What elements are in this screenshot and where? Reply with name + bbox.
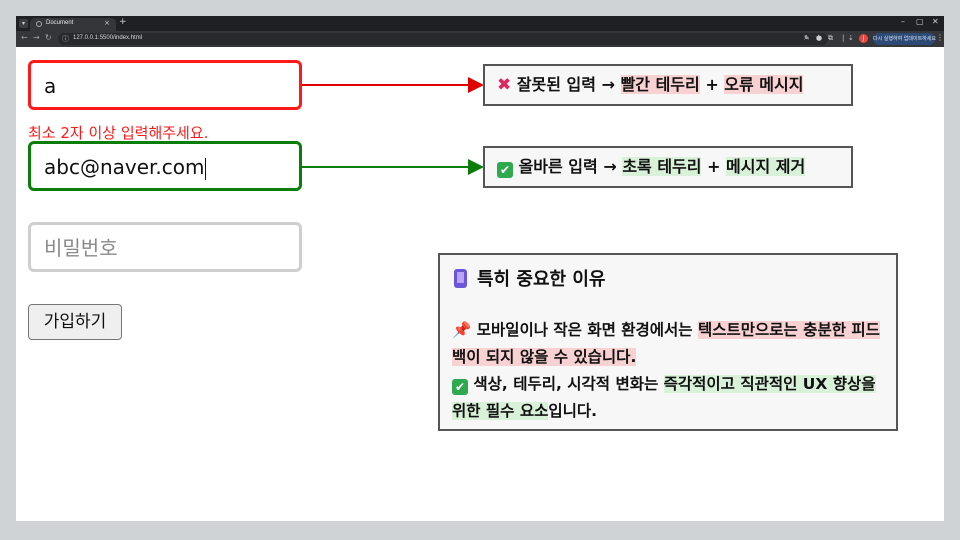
note-p2-lead: 색상, 테두리, 시각적 변화는: [473, 375, 659, 393]
plus-text: +: [705, 75, 719, 94]
valid-input-callout: ✔ 올바른 입력 → 초록 테두리 + 메시지 제거: [483, 146, 853, 188]
new-tab-button[interactable]: +: [119, 17, 127, 27]
minimize-button[interactable]: –: [901, 17, 905, 26]
tab-close-icon[interactable]: ×: [104, 19, 110, 27]
forward-icon[interactable]: →: [33, 33, 40, 42]
mobile-phone-icon: [454, 269, 467, 288]
divider-icon: |: [842, 34, 845, 42]
back-icon[interactable]: ←: [21, 33, 28, 42]
check-mark-icon: ✔: [497, 162, 513, 178]
check-mark-icon: ✔: [452, 379, 468, 395]
url-text: 127.0.0.1:5500/index.html: [73, 35, 143, 41]
address-bar[interactable]: ⓘ 127.0.0.1:5500/index.html ⌕ ☆: [58, 33, 828, 45]
tab-title: Document: [46, 20, 74, 26]
error-message-text: 오류 메시지: [724, 75, 804, 94]
extension-pin-icon[interactable]: ✎: [804, 34, 810, 42]
site-info-icon[interactable]: ⓘ: [62, 35, 69, 43]
pushpin-icon: 📌: [452, 321, 472, 339]
note-title: 특히 중요한 이유: [477, 269, 606, 290]
reload-icon[interactable]: ↻: [45, 33, 52, 42]
extension-icon[interactable]: ●: [816, 34, 823, 42]
puzzle-icon[interactable]: ⧉: [828, 34, 833, 42]
plus-text: +: [707, 157, 721, 176]
tab-document[interactable]: Document ×: [30, 18, 116, 31]
arrow-text: →: [603, 157, 617, 176]
close-window-button[interactable]: ✕: [932, 17, 939, 26]
browser-toolbar: ← → ↻ ⓘ 127.0.0.1:5500/index.html ⌕ ☆ ✎ …: [16, 31, 944, 47]
profile-avatar[interactable]: J: [859, 34, 868, 43]
note-p2-tail: 입니다.: [548, 402, 598, 420]
globe-icon: [36, 21, 42, 27]
zoom-icon[interactable]: ⌕: [804, 34, 808, 42]
browser-menu-icon[interactable]: ⋮: [936, 33, 944, 42]
arrow-text: →: [601, 75, 615, 94]
green-border-text: 초록 테두리: [622, 157, 702, 176]
note-heading: 특히 중요한 이유: [454, 265, 605, 291]
signup-button[interactable]: 가입하기: [28, 304, 122, 340]
error-message: 최소 2자 이상 입력해주세요.: [28, 124, 209, 142]
red-border-text: 빨간 테두리: [620, 75, 700, 94]
relaunch-update-button[interactable]: 다시 실행하여 업데이트하세요: [873, 33, 936, 45]
password-input[interactable]: 비밀번호: [28, 222, 302, 272]
text-caret: [205, 157, 207, 180]
name-input-value: a: [44, 74, 57, 98]
download-icon[interactable]: ⇣: [848, 34, 854, 42]
note-body: 📌 모바일이나 작은 화면 환경에서는 텍스트만으로는 충분한 피드백이 되지 …: [452, 317, 892, 425]
cross-mark-icon: ✖: [497, 75, 512, 95]
bookmark-star-icon[interactable]: ☆: [814, 33, 822, 42]
password-placeholder: 비밀번호: [44, 236, 118, 260]
tab-bar: ▾ Document × + – ▢ ✕: [16, 16, 944, 31]
importance-note: 특히 중요한 이유 📌 모바일이나 작은 화면 환경에서는 텍스트만으로는 충분…: [438, 253, 898, 431]
browser-window: ▾ Document × + – ▢ ✕ ← → ↻ ⓘ 127.0.0.1:5…: [16, 16, 944, 521]
invalid-input-callout: ✖ 잘못된 입력 → 빨간 테두리 + 오류 메시지: [483, 64, 853, 106]
note-p1-lead: 모바일이나 작은 화면 환경에서는: [476, 321, 693, 339]
name-input-error[interactable]: a: [28, 60, 302, 110]
email-input-value: abc@naver.com: [44, 155, 205, 179]
invalid-lead: 잘못된 입력: [516, 75, 596, 94]
tab-search-button[interactable]: ▾: [19, 19, 28, 28]
remove-message-text: 메시지 제거: [726, 157, 806, 176]
email-input-valid[interactable]: abc@naver.com: [28, 141, 302, 191]
valid-lead: 올바른 입력: [518, 157, 598, 176]
maximize-button[interactable]: ▢: [916, 17, 924, 26]
page-content: a 최소 2자 이상 입력해주세요. abc@naver.com 비밀번호 가입…: [16, 47, 944, 521]
